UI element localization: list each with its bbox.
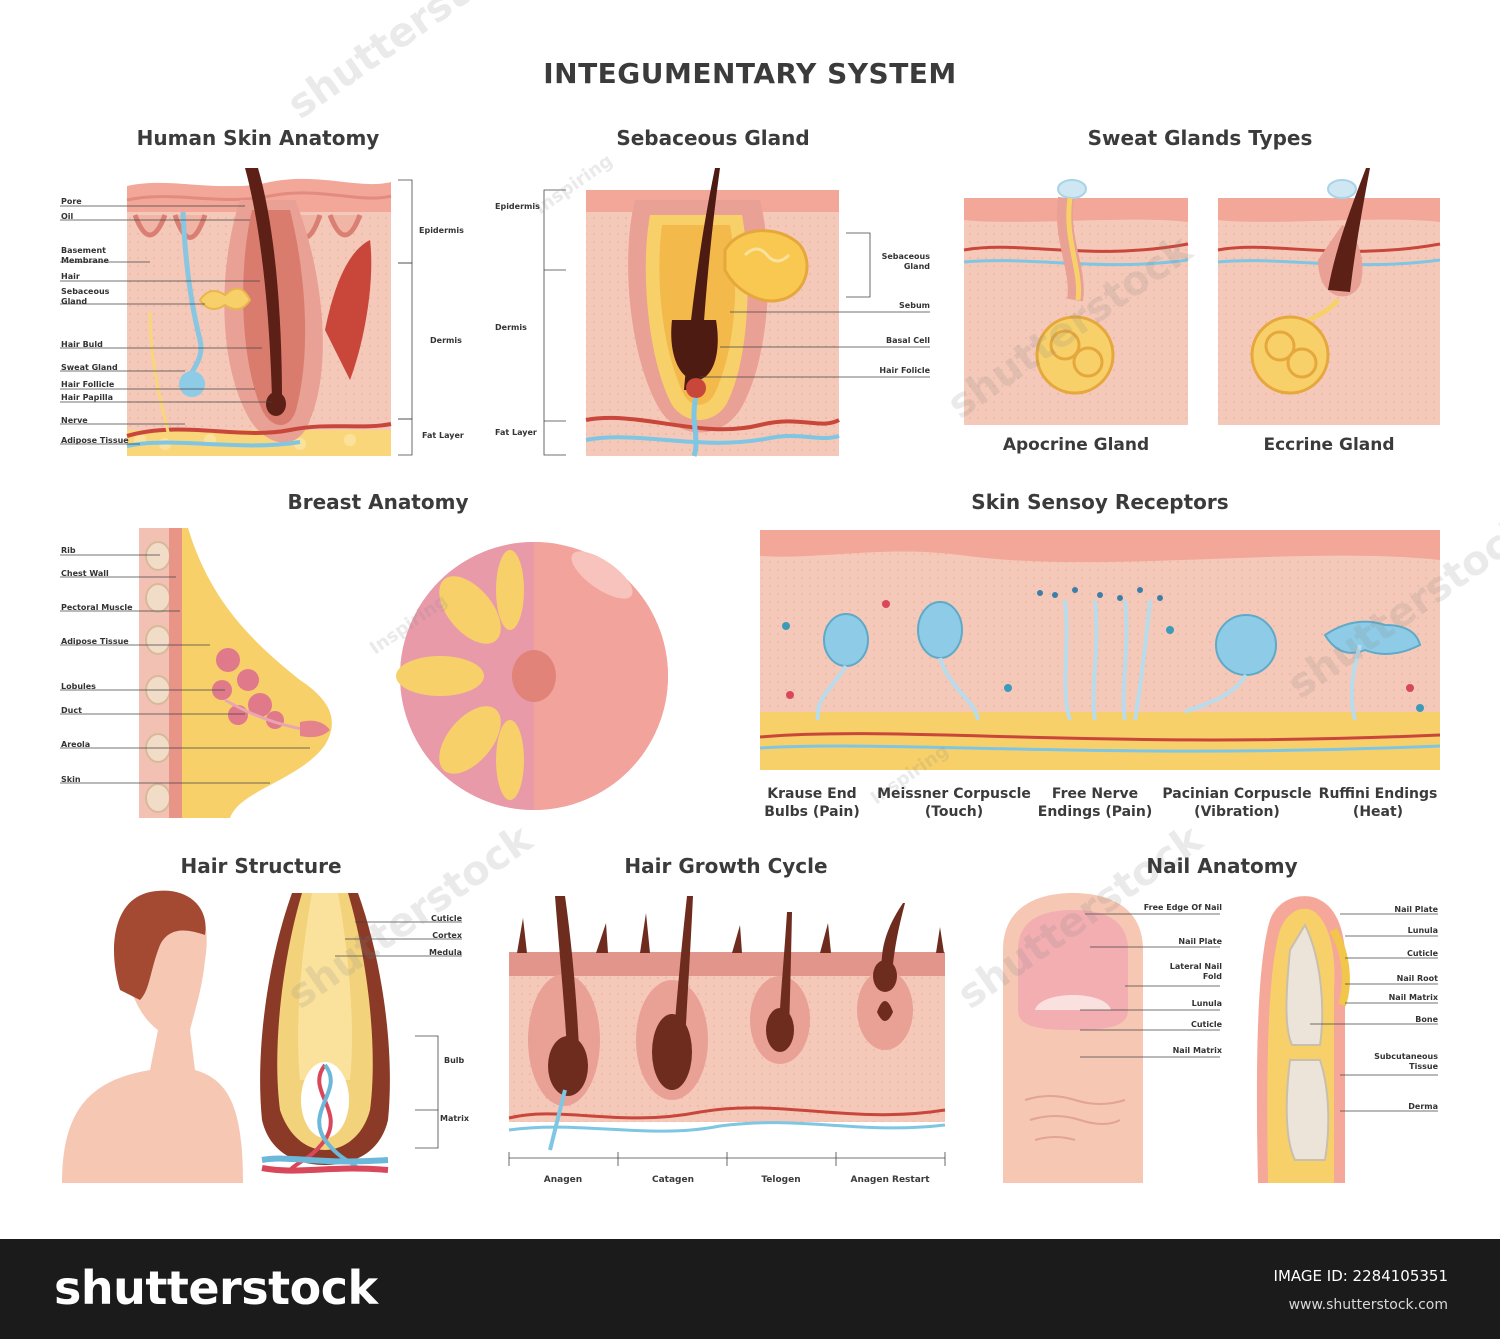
skin-label: Hair Papilla <box>61 393 113 403</box>
skin-anatomy-diagram <box>60 168 412 456</box>
skin-label: Hair Follicle <box>61 380 114 390</box>
hair-growth-stage: Catagen <box>652 1171 694 1189</box>
hair-structure-label: Matrix <box>440 1114 469 1124</box>
watermark-text: shutterstock <box>279 0 541 128</box>
nail-section-label: Bone <box>1415 1015 1438 1025</box>
section-title-hair-growth: Hair Growth Cycle <box>624 854 827 878</box>
skin-label: Hair <box>61 272 80 282</box>
hair-structure-label: Cuticle <box>431 914 462 924</box>
hair-structure-label: Medula <box>429 948 462 958</box>
hair-growth-stage: Anagen <box>544 1171 582 1189</box>
skin-label: Oil <box>61 212 73 222</box>
skin-label: Hair Buld <box>61 340 103 350</box>
sebaceous-label: Hair Folicle <box>879 366 930 376</box>
skin-label: Pore <box>61 197 82 207</box>
nail-finger-label: Free Edge Of Nail <box>1144 903 1222 913</box>
section-title-sebaceous: Sebaceous Gland <box>616 126 809 150</box>
nail-finger-label: Lunula <box>1192 999 1222 1009</box>
breast-label: Skin <box>61 775 81 785</box>
nail-finger-label: Nail Matrix <box>1173 1046 1222 1056</box>
hair-growth-diagram <box>509 896 945 1166</box>
nail-finger-label: Cuticle <box>1191 1020 1222 1030</box>
breast-front-diagram <box>396 542 668 810</box>
hair-structure-label: Bulb <box>444 1056 464 1066</box>
skin-layer-label: Epidermis <box>419 226 464 236</box>
skin-layer-label: Dermis <box>430 336 462 346</box>
sweat-gland-caption: Apocrine Gland <box>1003 436 1149 454</box>
hair-growth-stage: Anagen Restart <box>850 1171 929 1189</box>
section-title-skin: Human Skin Anatomy <box>137 126 380 150</box>
sebaceous-layer-label: Dermis <box>495 323 527 333</box>
skin-label: Adipose Tissue <box>61 436 129 446</box>
illustration-canvas: shutterstock shutterstock shutterstock s… <box>0 0 1500 1239</box>
breast-label: Adipose Tissue <box>61 637 129 647</box>
section-title-receptors: Skin Sensoy Receptors <box>971 490 1228 514</box>
hair-growth-stage: Telogen <box>761 1171 800 1189</box>
nail-section-label: Nail Matrix <box>1389 993 1438 1003</box>
nail-section-label: Subcutaneous Tissue <box>1374 1052 1438 1072</box>
breast-label: Rib <box>61 546 76 556</box>
sebaceous-label: Sebaceous Gland <box>882 252 930 272</box>
nail-section-label: Nail Root <box>1397 974 1438 984</box>
receptor-caption: Pacinian Corpuscle (Vibration) <box>1162 785 1311 821</box>
receptor-caption: Meissner Corpuscle (Touch) <box>877 785 1031 821</box>
hair-structure-label: Cortex <box>432 931 462 941</box>
skin-label: Nerve <box>61 416 88 426</box>
footer-url[interactable]: www.shutterstock.com <box>1289 1297 1448 1313</box>
skin-layer-label: Fat Layer <box>422 431 464 441</box>
breast-label: Pectoral Muscle <box>61 603 133 613</box>
receptor-caption: Krause End Bulbs (Pain) <box>764 785 860 821</box>
footer-bar: shutterstock IMAGE ID: 2284105351 www.sh… <box>0 1239 1500 1339</box>
nail-section-label: Derma <box>1408 1102 1438 1112</box>
sebaceous-gland-diagram <box>544 168 930 456</box>
nail-finger-label: Lateral Nail Fold <box>1170 962 1222 982</box>
breast-label: Lobules <box>61 682 96 692</box>
sebaceous-layer-label: Epidermis <box>495 202 540 212</box>
sebaceous-label: Basal Cell <box>886 336 930 346</box>
breast-label: Duct <box>61 706 82 716</box>
nail-section-label: Nail Plate <box>1394 905 1438 915</box>
skin-label: Sebaceous Gland <box>61 287 109 307</box>
image-id: IMAGE ID: 2284105351 <box>1274 1267 1448 1285</box>
sweat-glands-diagram <box>964 168 1440 425</box>
skin-label: Basement Membrane <box>61 246 109 266</box>
sweat-gland-caption: Eccrine Gland <box>1263 436 1394 454</box>
section-title-sweat: Sweat Glands Types <box>1088 126 1313 150</box>
nail-finger-label: Nail Plate <box>1178 937 1222 947</box>
receptor-caption: Ruffini Endings (Heat) <box>1319 785 1438 821</box>
breast-label: Chest Wall <box>61 569 109 579</box>
nail-section-label: Cuticle <box>1407 949 1438 959</box>
skin-label: Sweat Gland <box>61 363 118 373</box>
breast-label: Areola <box>61 740 90 750</box>
section-title-nail: Nail Anatomy <box>1146 854 1297 878</box>
nail-section-label: Lunula <box>1408 926 1438 936</box>
section-title-breast: Breast Anatomy <box>288 490 469 514</box>
receptor-caption: Free Nerve Endings (Pain) <box>1038 785 1152 821</box>
shutterstock-logo[interactable]: shutterstock <box>54 1261 378 1315</box>
section-title-hair-structure: Hair Structure <box>180 854 341 878</box>
page-title: INTEGUMENTARY SYSTEM <box>543 57 957 90</box>
sebaceous-label: Sebum <box>899 301 930 311</box>
sebaceous-layer-label: Fat Layer <box>495 428 537 438</box>
